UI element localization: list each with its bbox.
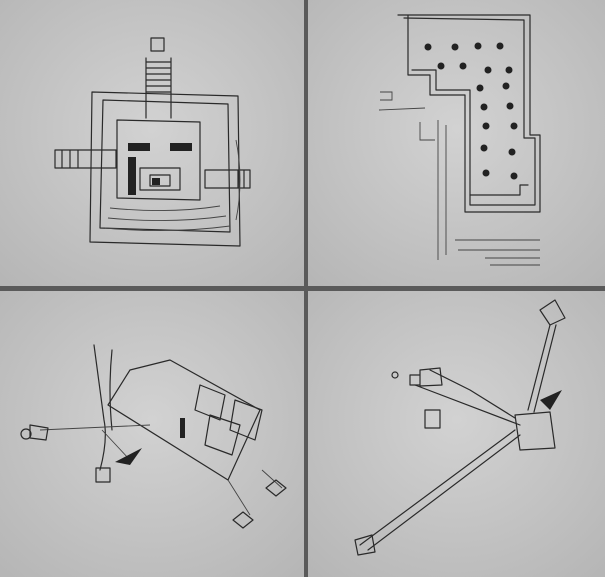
panel-bottom-left-site-plan — [0, 291, 304, 577]
panel-bottom-right-site-plan — [308, 291, 605, 577]
panel-top-right-plan — [308, 0, 605, 286]
panel-top-left-plan — [0, 0, 304, 286]
horizontal-seam — [0, 286, 605, 291]
